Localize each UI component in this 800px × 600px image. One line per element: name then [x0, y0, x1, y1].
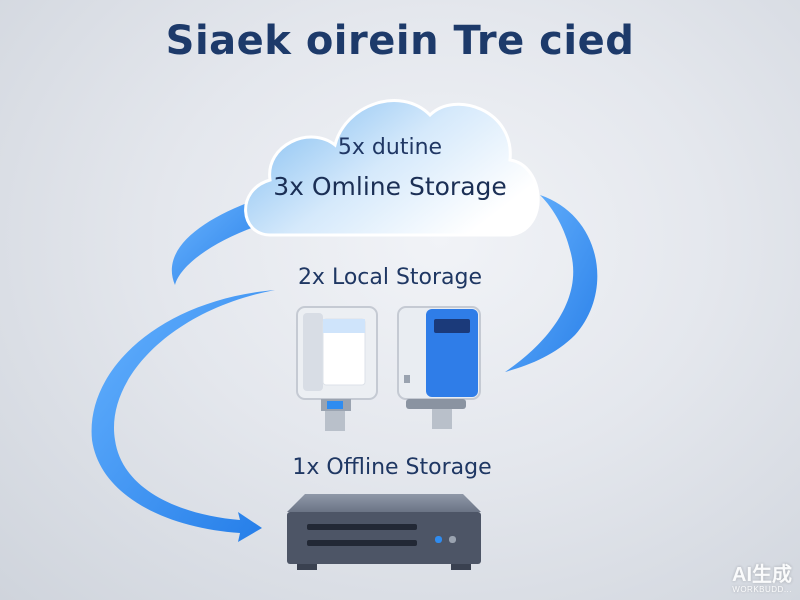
local-storage-label: 2x Local Storage [297, 265, 483, 290]
local-drive-blue [397, 306, 481, 429]
watermark-line2: WORKBUDD... [732, 585, 792, 594]
cloud-shape [244, 99, 540, 237]
online-storage-label: 3x Omline Storage [273, 172, 507, 201]
local-to-offline-arrow [91, 290, 275, 542]
cloud-right-arrow [505, 195, 598, 372]
ai-generated-watermark: AI生成 WORKBUDD... [732, 565, 792, 594]
offline-server-device [287, 494, 481, 570]
cloud-top-text: 5x dutine [337, 135, 443, 160]
local-drive-white [296, 306, 378, 431]
offline-storage-label: 1x Offline Storage [292, 455, 492, 480]
diagram-title: Siaek oirein Tre cied [165, 18, 635, 64]
watermark-line1: AI生成 [732, 564, 792, 586]
cloud-to-local-arrow [171, 200, 260, 285]
